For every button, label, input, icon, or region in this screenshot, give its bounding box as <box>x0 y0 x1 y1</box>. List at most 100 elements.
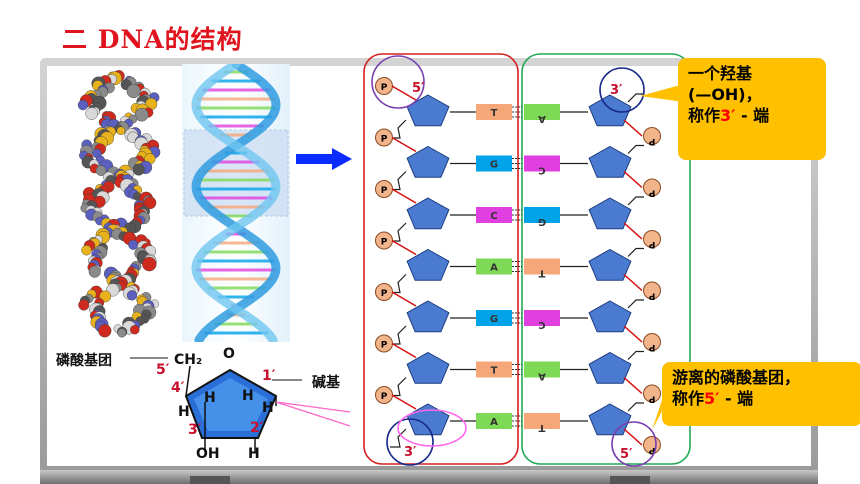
sugar-right <box>588 197 632 230</box>
phosphate-left: P <box>375 128 393 147</box>
base-right <box>524 413 560 429</box>
phosphate-left: P <box>375 386 393 404</box>
phosphate-right: P <box>643 436 661 455</box>
end-label-top-left: 5′ <box>412 81 425 96</box>
sugar-left <box>406 145 450 178</box>
label-carbon-4: 4′ <box>171 380 185 396</box>
board-stand-left <box>190 476 230 484</box>
base-left-letter: A <box>490 417 498 428</box>
base-left <box>476 310 512 326</box>
phosphate-left: P <box>375 334 393 353</box>
sugar-left <box>406 197 450 230</box>
base-right-letter: A <box>538 113 546 124</box>
sugar-right <box>588 300 632 333</box>
three-prime-end-callout: 一个羟基 (—OH)， 称作3′ - 端 <box>678 58 826 160</box>
phosphate-right: P <box>643 333 661 352</box>
phosphate-right-label: P <box>648 342 655 352</box>
callout-5-pointer <box>652 400 668 430</box>
base-left-letter: C <box>490 211 497 222</box>
dna-double-helix-image <box>182 64 290 342</box>
base-left-letter: T <box>491 108 498 119</box>
base-left-letter: G <box>490 160 498 171</box>
phosphate-right: P <box>643 384 661 404</box>
phosphate-right: P <box>643 127 661 146</box>
sugar-right <box>588 145 632 178</box>
sugar-left <box>406 94 450 127</box>
base-pair-row: P G C P <box>375 283 661 352</box>
callout-3-pointer <box>640 84 684 102</box>
callout-3-line3: 称作3′ - 端 <box>688 106 770 125</box>
phosphate-left-label: P <box>381 83 388 93</box>
phosphate-left-label: P <box>381 186 388 196</box>
base-pair-row: P T A P <box>375 77 661 146</box>
base-pair-row: P G C P <box>375 128 661 198</box>
base-left <box>476 207 512 223</box>
base-right <box>524 155 560 172</box>
base-right <box>524 104 560 120</box>
end-label-bottom-left: 3′ <box>404 445 417 460</box>
deoxyribose-structure-diagram <box>130 357 351 452</box>
board-stand-right <box>610 476 650 484</box>
phosphate-left-label: P <box>381 341 388 351</box>
sugar-left <box>406 300 450 333</box>
phosphate-right: P <box>643 178 661 198</box>
bottom-left-end-circle <box>386 418 434 466</box>
base-right-letter: T <box>538 268 545 279</box>
bottom-right-end-circle <box>611 421 657 467</box>
label-h-c3: H <box>204 390 216 406</box>
label-phosphate-group: 磷酸基团 <box>56 353 112 369</box>
base-left-letter: G <box>490 314 498 325</box>
phosphate-left: P <box>375 77 393 95</box>
top-left-end-circle <box>371 55 425 109</box>
callout-5-line2: 称作5′ - 端 <box>672 389 754 408</box>
right-arrow-icon <box>296 148 352 170</box>
phosphate-left-label: P <box>381 289 388 299</box>
base-right-letter: G <box>538 216 546 227</box>
end-label-bottom-right: 5′ <box>620 447 633 462</box>
label-carbon-1: 1′ <box>262 368 276 384</box>
label-h-c2: H <box>242 388 254 404</box>
callout-3-line2: (—OH)， <box>688 85 762 104</box>
sugar-right <box>588 248 632 281</box>
base-left <box>476 413 512 429</box>
phosphate-left-label: P <box>381 135 388 145</box>
base-right <box>524 207 560 223</box>
base-right <box>524 310 560 326</box>
top-right-end-circle <box>599 67 645 113</box>
base-pair-row: P A T P <box>375 386 661 455</box>
base-right-letter: C <box>538 165 545 176</box>
base-left <box>476 155 512 172</box>
base-right-letter: A <box>538 371 546 382</box>
base-right-letter: C <box>538 319 545 330</box>
sugar-left <box>406 351 450 384</box>
end-label-top-right: 3′ <box>610 83 623 98</box>
label-ch2: CH₂ <box>174 352 203 368</box>
phosphate-left: P <box>375 283 393 301</box>
phosphate-left: P <box>375 231 393 250</box>
base-right <box>524 361 560 378</box>
phosphate-left-label: P <box>381 392 388 402</box>
sugar-right <box>588 351 632 384</box>
base-right <box>524 258 560 275</box>
label-carbon-3: 3′ <box>188 422 202 438</box>
phosphate-right-label: P <box>648 394 655 404</box>
base-left <box>476 361 512 378</box>
phosphate-right-label: P <box>648 239 655 249</box>
phosphate-right-label: P <box>648 291 655 301</box>
sugar-left <box>406 248 450 281</box>
base-left <box>476 104 512 120</box>
label-h-bottom: H <box>248 446 260 462</box>
base-right-letter: T <box>538 422 545 433</box>
label-h-c4: H <box>178 404 190 420</box>
dna-space-filling-model-image <box>77 70 161 338</box>
phosphate-right: P <box>643 281 661 301</box>
label-ring-oxygen: O <box>223 346 235 362</box>
phosphate-right-label: P <box>648 136 655 146</box>
base-pair-row: P C G P <box>375 180 661 249</box>
sugar-right <box>588 94 632 127</box>
phosphate-left: P <box>375 180 393 198</box>
base-left <box>476 258 512 275</box>
